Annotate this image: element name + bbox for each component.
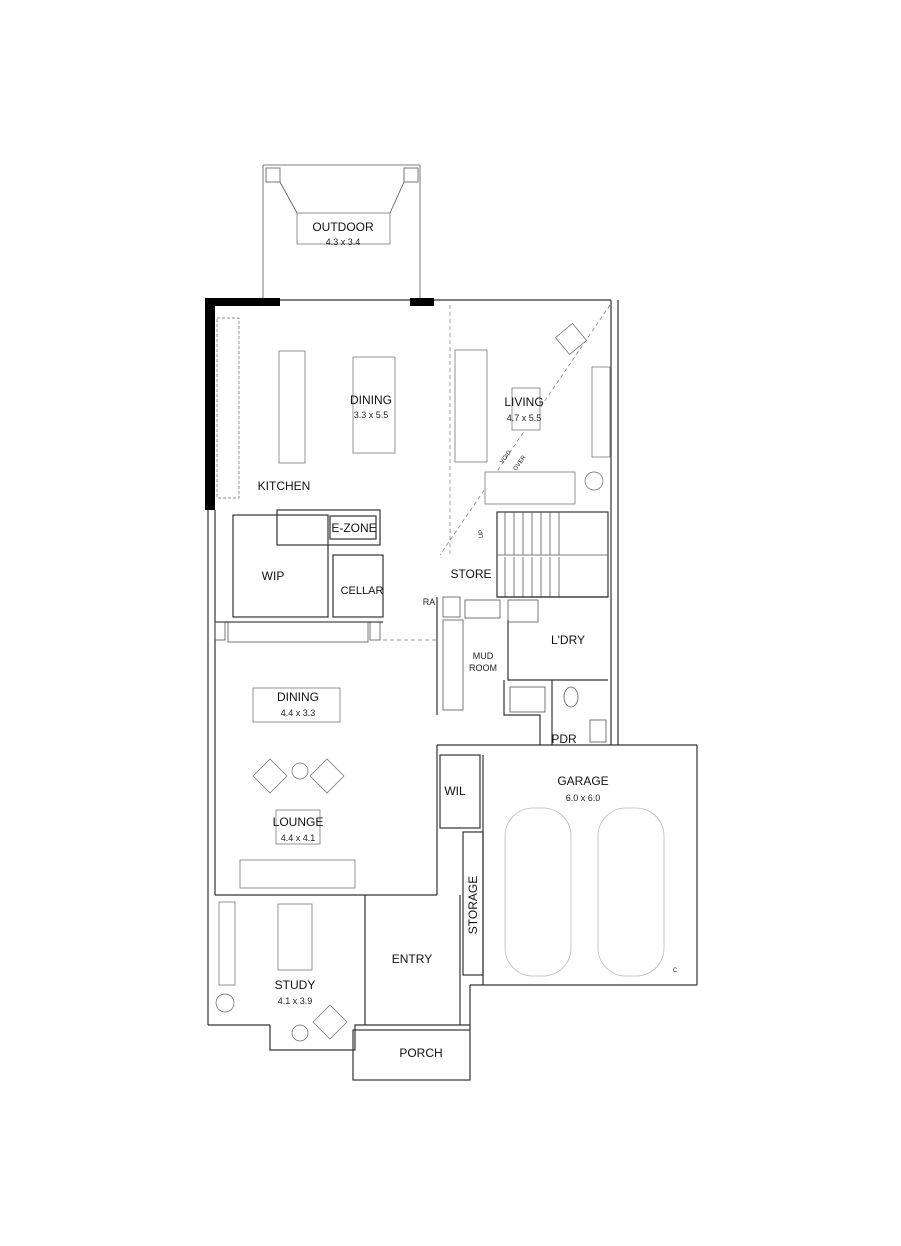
room-label-dining-lower: DINING — [277, 690, 319, 704]
car-icon — [504, 807, 572, 977]
cars — [504, 807, 665, 977]
room-label-mud: MUD — [473, 651, 494, 661]
car-icon — [597, 807, 665, 977]
room-label-porch: PORCH — [399, 1046, 442, 1060]
room-label-study: STUDY — [275, 978, 316, 992]
room-label-storage: STORAGE — [466, 876, 480, 934]
over-label: OVER — [513, 454, 528, 472]
room-size-dining-lower: 4.4 x 3.3 — [281, 708, 316, 718]
room-label-lounge: LOUNGE — [273, 815, 324, 829]
outdoor-table — [296, 212, 391, 245]
room-size-garage: 6.0 x 6.0 — [566, 793, 601, 803]
room-size-dining-upper: 3.3 x 5.5 — [354, 410, 389, 420]
sofa — [239, 859, 356, 889]
room-size-outdoor: 4.3 x 3.4 — [326, 237, 361, 247]
outdoor-area — [262, 164, 421, 298]
room-label-cellar: CELLAR — [341, 585, 384, 597]
ra-label: RA — [423, 597, 436, 607]
staircase — [497, 512, 608, 597]
room-label-wil: WIL — [444, 784, 466, 798]
desk — [277, 903, 313, 971]
room-size-lounge: 4.4 x 4.1 — [281, 833, 316, 843]
room-label-entry: ENTRY — [392, 952, 432, 966]
room-label-wip: WIP — [262, 569, 285, 583]
furniture — [215, 317, 611, 1042]
dining-table — [252, 687, 341, 723]
room-label-store: STORE — [450, 567, 491, 581]
room-label-ezone: E-ZONE — [331, 521, 376, 535]
room-label-garage: GARAGE — [557, 774, 608, 788]
room-label-laundry: L'DRY — [551, 633, 585, 647]
up-label: UP — [479, 530, 485, 538]
room-label-room: ROOM — [469, 663, 497, 673]
room-label-living: LIVING — [504, 395, 543, 409]
walls — [205, 298, 698, 1081]
void-label: VOID — [500, 449, 514, 465]
room-label-pdr: PDR — [551, 732, 577, 746]
room-label-outdoor: OUTDOOR — [312, 220, 374, 234]
sofa — [454, 349, 488, 463]
room-label-kitchen: KITCHEN — [258, 479, 311, 493]
room-size-study: 4.1 x 3.9 — [278, 996, 313, 1006]
room-size-living: 4.7 x 5.5 — [507, 413, 542, 423]
dining-table — [352, 356, 396, 454]
sofa — [484, 471, 576, 505]
c-label: C — [673, 968, 678, 974]
room-label-dining-upper: DINING — [350, 393, 392, 407]
kitchen-island — [278, 350, 306, 464]
